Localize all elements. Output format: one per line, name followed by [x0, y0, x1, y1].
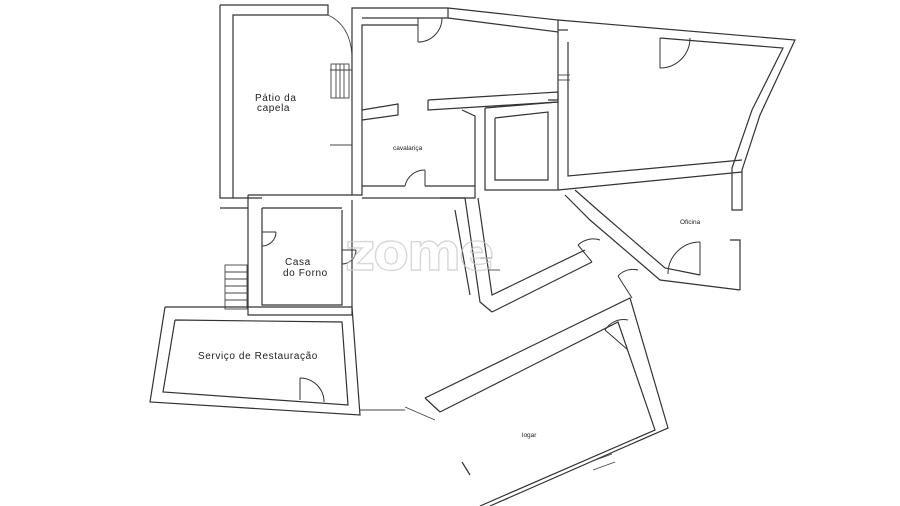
room-label-forno-line1: Casa	[285, 257, 311, 268]
room-label-oficina: Oficina	[680, 219, 701, 226]
room-casa-forno-walls	[224, 194, 353, 316]
door-icon	[577, 238, 601, 263]
room-servico-walls	[149, 306, 436, 421]
room-label-logar: logar	[522, 432, 537, 439]
room-logar-walls	[424, 297, 669, 506]
corridor-walls	[440, 197, 593, 313]
room-label-forno-line2: do Forno	[283, 268, 328, 279]
door-icon	[417, 17, 443, 43]
room-cavalarica-walls	[351, 7, 559, 199]
room-inner-walls	[484, 101, 559, 191]
stairs-patio	[330, 63, 350, 99]
room-label-servico: Serviço de Restauração	[198, 351, 318, 362]
door-icon	[667, 241, 701, 275]
door-icon	[604, 319, 629, 351]
door-arcs	[261, 17, 701, 403]
room-label-patio-line2: capela	[257, 103, 290, 114]
room-label-patio-line1: Pátio da	[255, 93, 297, 104]
room-label-cavalarica: cavalariça	[393, 145, 423, 152]
door-icon	[261, 231, 277, 247]
room-upper-right-walls	[557, 19, 796, 211]
door-icon	[659, 37, 691, 69]
watermark-logo: zome	[345, 223, 492, 283]
door-icon	[404, 169, 426, 187]
door-icon	[299, 377, 325, 403]
door-icon	[341, 249, 357, 265]
room-oficina-walls	[564, 189, 741, 291]
stairs-forno	[224, 264, 248, 310]
room-labels: Pátio da capela cavalariça Casa do Forno…	[198, 93, 701, 439]
door-icon	[617, 268, 639, 299]
